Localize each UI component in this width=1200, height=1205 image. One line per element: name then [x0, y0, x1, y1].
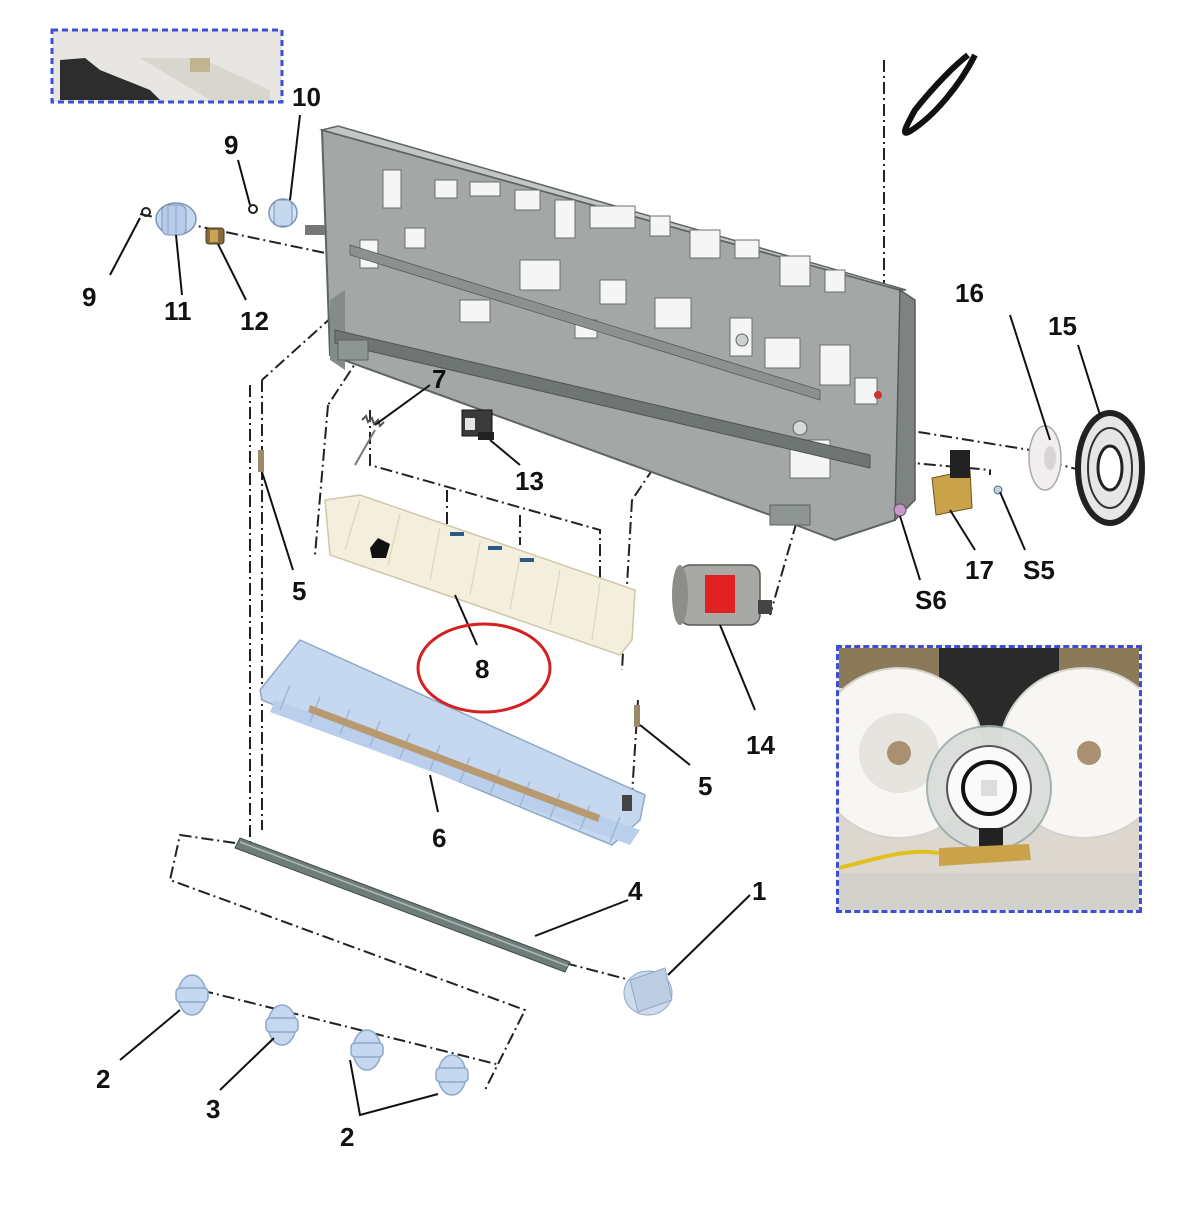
part-8-paper-guide — [324, 494, 636, 656]
callout-5-left: 5 — [292, 576, 307, 606]
leader-lines — [109, 114, 1101, 1117]
callout-12: 12 — [240, 306, 269, 336]
inset-photo-image — [839, 648, 1139, 910]
callout-8: 8 — [475, 654, 490, 684]
part-5-pin-right — [634, 705, 640, 727]
part-12-bushing — [205, 227, 225, 245]
callout-11: 11 — [164, 296, 192, 326]
part-15-encoder-disc — [1075, 410, 1145, 526]
part-17-sensor-board — [931, 450, 973, 516]
callout-17: 17 — [965, 555, 994, 585]
callout-9-lower: 9 — [82, 282, 97, 312]
part-11-gear — [155, 202, 197, 236]
callout-9-upper: 9 — [224, 130, 239, 160]
callout-2-bottom: 2 — [340, 1122, 355, 1152]
part-10-gear — [268, 198, 298, 228]
callout-14: 14 — [746, 730, 775, 760]
part-14-motor — [672, 564, 772, 626]
roller-2-left — [175, 974, 209, 1016]
callout-2-left: 2 — [96, 1064, 111, 1094]
callout-3: 3 — [206, 1094, 221, 1124]
part-6-guide-ribs — [259, 639, 646, 846]
part-1-knob — [623, 967, 673, 1016]
screw-s6 — [893, 503, 907, 517]
callout-5-right: 5 — [698, 771, 713, 801]
callout-s5: S5 — [1023, 555, 1055, 585]
roller-3 — [265, 1004, 299, 1046]
frame-shaft-stub — [305, 225, 325, 235]
callout-15: 15 — [1048, 311, 1077, 341]
part-13-sensor — [461, 409, 494, 440]
callout-6: 6 — [432, 823, 447, 853]
callout-7: 7 — [432, 364, 447, 394]
main-frame — [319, 125, 916, 542]
part-5-pin-left — [258, 450, 264, 472]
part-4-shaft — [234, 837, 571, 973]
callout-1: 1 — [752, 876, 767, 906]
callout-s6: S6 — [915, 585, 947, 615]
inset-photo-encoder — [836, 645, 1142, 913]
callout-13: 13 — [515, 466, 544, 496]
roller-2-mid — [350, 1029, 384, 1071]
callout-16: 16 — [955, 278, 984, 308]
inset-photo-top-left — [50, 28, 284, 104]
drive-belt — [902, 52, 978, 136]
roller-2-right — [435, 1054, 469, 1096]
highlight-circle — [416, 622, 552, 714]
part-9-pins — [141, 204, 258, 217]
rollers — [175, 974, 469, 1096]
part-7-spring — [354, 414, 385, 466]
callout-10: 10 — [292, 82, 321, 112]
callout-4: 4 — [628, 876, 643, 906]
part-16-gear-disc — [1028, 425, 1062, 491]
